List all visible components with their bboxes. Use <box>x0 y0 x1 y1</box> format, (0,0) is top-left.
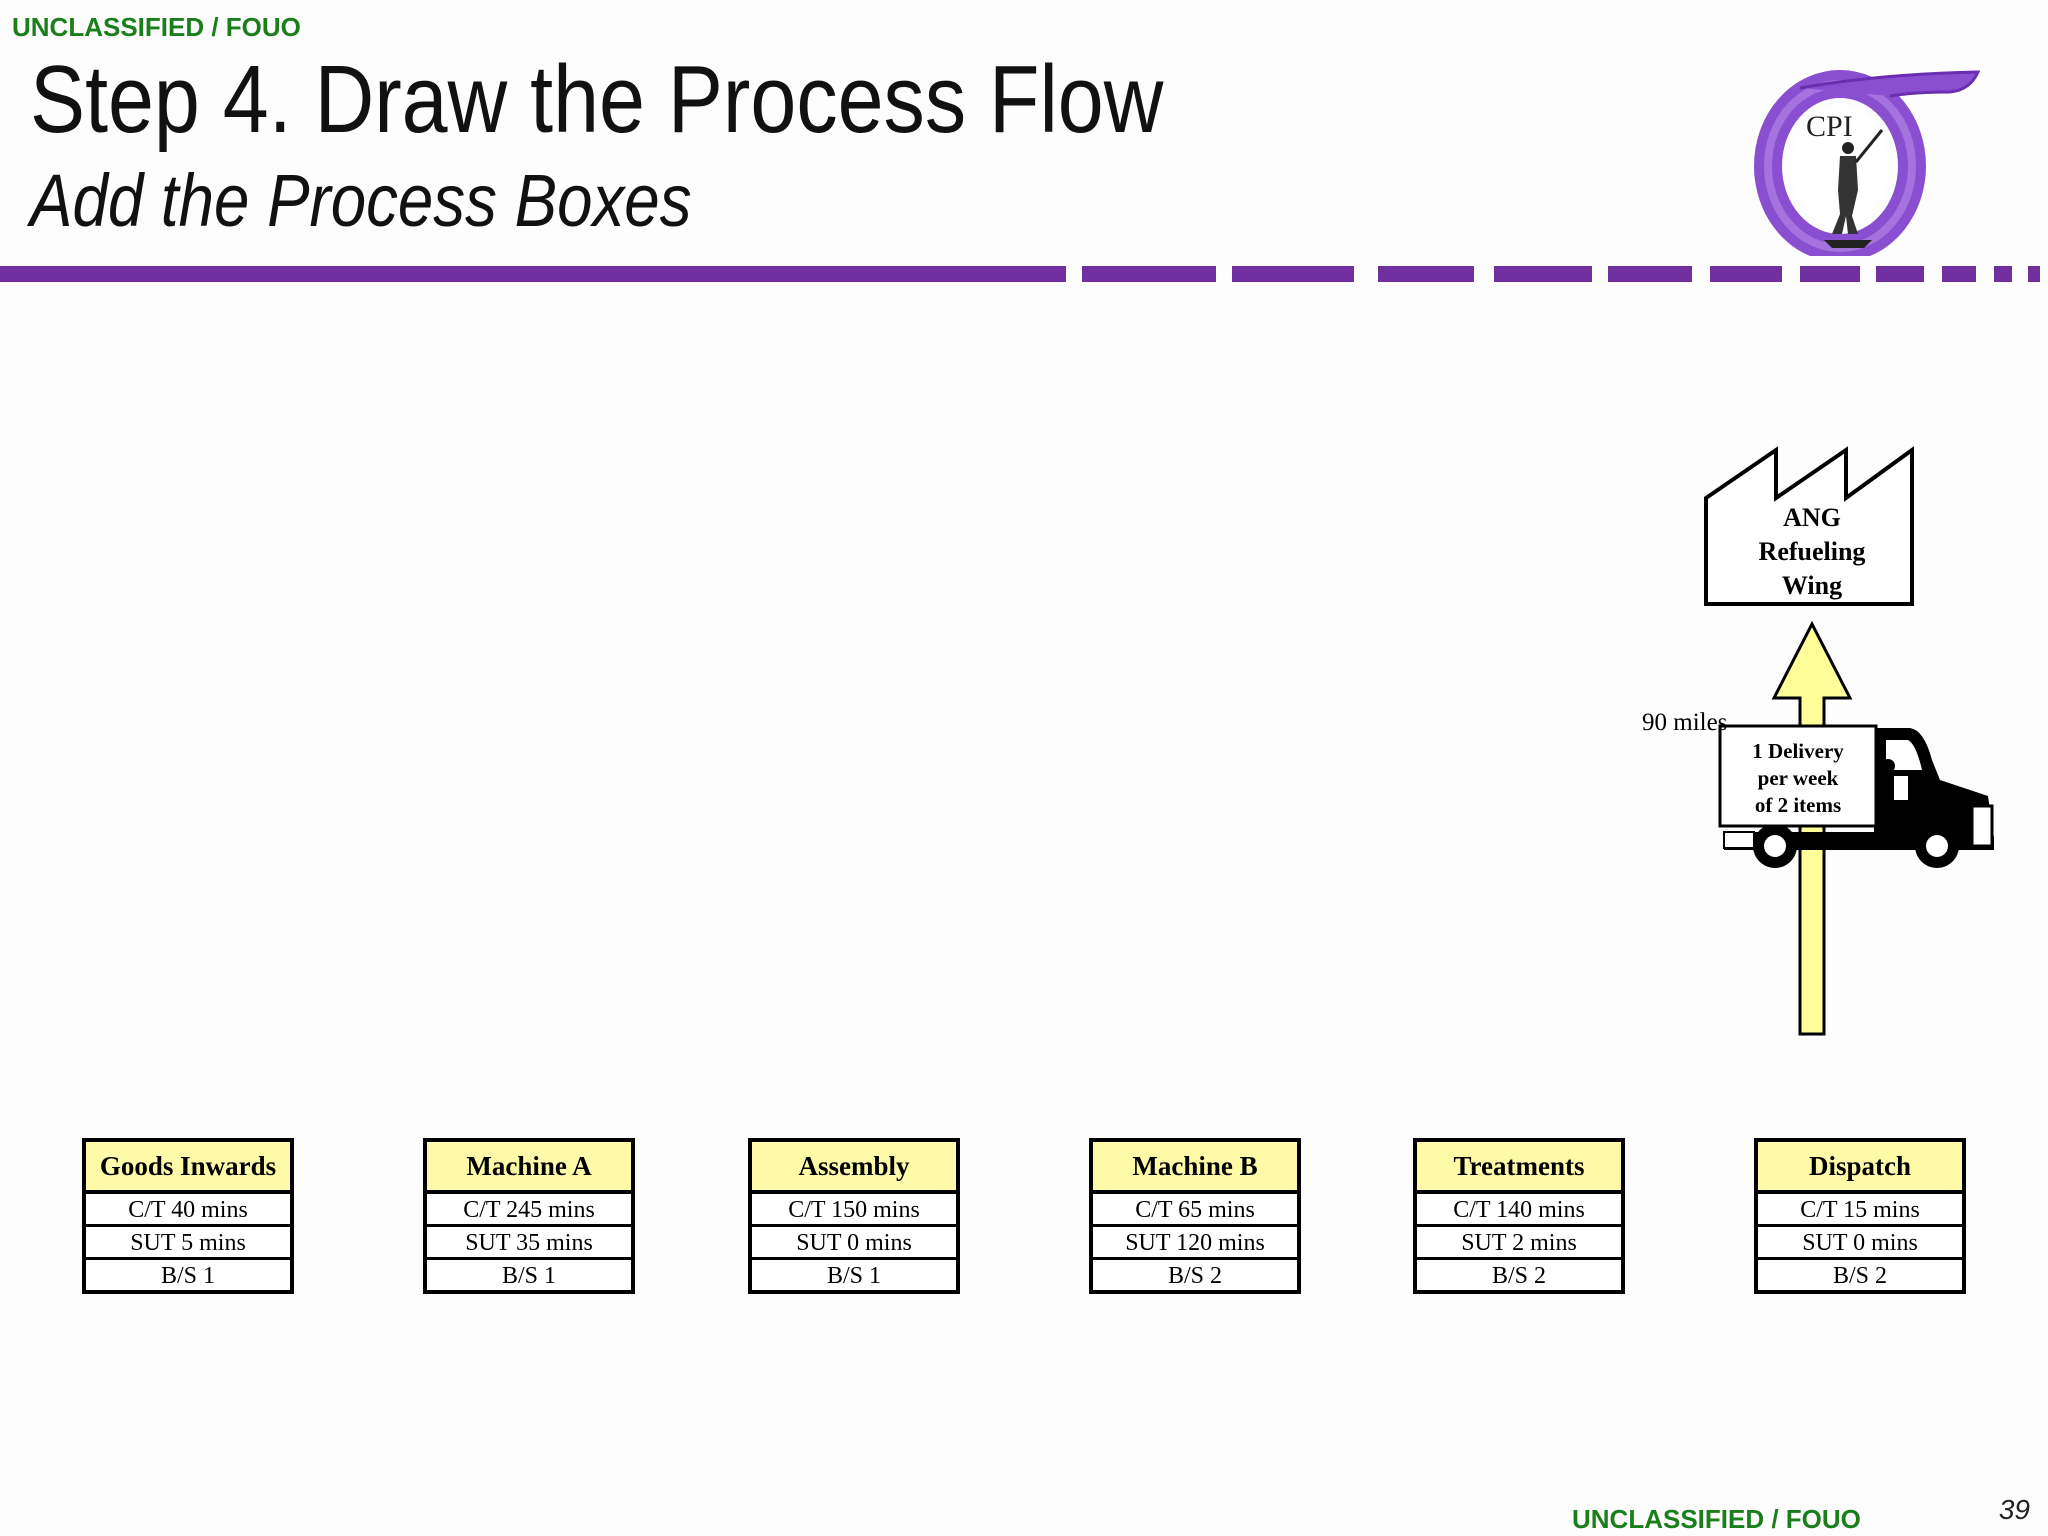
shipment-line3: of 2 items <box>1755 793 1841 817</box>
setup-time: SUT 0 mins <box>752 1227 956 1260</box>
minuteman-figure-icon <box>1824 129 1884 248</box>
page-number: 39 <box>1998 1494 2030 1525</box>
cycle-time: C/T 245 mins <box>427 1194 631 1227</box>
cycle-time: C/T 140 mins <box>1417 1194 1621 1227</box>
logo-letters: CPI <box>1806 110 1853 143</box>
header-rule <box>0 266 2040 282</box>
process-box-assembly: Assembly C/T 150 mins SUT 0 mins B/S 1 <box>748 1138 960 1294</box>
shipment-arrow <box>1771 620 1853 1036</box>
setup-time: SUT 5 mins <box>86 1227 290 1260</box>
process-box-dispatch: Dispatch C/T 15 mins SUT 0 mins B/S 2 <box>1754 1138 1966 1294</box>
batch-size: B/S 1 <box>501 1263 557 1289</box>
batch-size: B/S 2 <box>1832 1263 1888 1289</box>
batch-size: B/S 2 <box>1167 1263 1223 1289</box>
process-box-title: Treatments <box>1417 1142 1621 1194</box>
cycle-time: C/T 65 mins <box>1093 1194 1297 1227</box>
shipment-line2: per week <box>1758 766 1839 790</box>
customer-name-line3: Wing <box>1782 571 1842 600</box>
process-box-title: Machine B <box>1093 1142 1297 1194</box>
process-box-title: Goods Inwards <box>86 1142 290 1194</box>
cycle-time: C/T 15 mins <box>1758 1194 1962 1227</box>
setup-time: SUT 0 mins <box>1758 1227 1962 1260</box>
process-box-machine-a: Machine A C/T 245 mins SUT 35 mins B/S 1 <box>423 1138 635 1294</box>
setup-time: SUT 120 mins <box>1093 1227 1297 1260</box>
slide-subtitle: Add the Process Boxes <box>30 159 692 242</box>
classification-footer: UNCLASSIFIED / FOUO <box>1572 1504 1861 1534</box>
setup-time: SUT 35 mins <box>427 1227 631 1260</box>
customer-name-line1: ANG <box>1783 503 1841 532</box>
process-box-title: Dispatch <box>1758 1142 1962 1194</box>
classification-header: UNCLASSIFIED / FOUO <box>12 12 301 42</box>
delivery-truck-icon <box>1718 724 1994 868</box>
cycle-time: C/T 40 mins <box>86 1194 290 1227</box>
slide-title: Step 4. Draw the Process Flow <box>30 46 1164 153</box>
cycle-time: C/T 150 mins <box>752 1194 956 1227</box>
process-box-goods-inwards: Goods Inwards C/T 40 mins SUT 5 mins B/S… <box>82 1138 294 1294</box>
process-box-title: Assembly <box>752 1142 956 1194</box>
cpi-minuteman-logo: CPI <box>1754 70 1980 256</box>
batch-size: B/S 1 <box>826 1263 882 1289</box>
batch-size: B/S 2 <box>1491 1263 1547 1289</box>
customer-name-line2: Refueling <box>1759 537 1866 566</box>
shipment-line1: 1 Delivery <box>1752 739 1844 763</box>
customer-factory-icon <box>1704 446 1914 606</box>
process-box-title: Machine A <box>427 1142 631 1194</box>
shipment-distance: 90 miles <box>1642 709 1727 736</box>
batch-size: B/S 1 <box>160 1263 216 1289</box>
setup-time: SUT 2 mins <box>1417 1227 1621 1260</box>
process-box-machine-b: Machine B C/T 65 mins SUT 120 mins B/S 2 <box>1089 1138 1301 1294</box>
process-box-treatments: Treatments C/T 140 mins SUT 2 mins B/S 2 <box>1413 1138 1625 1294</box>
